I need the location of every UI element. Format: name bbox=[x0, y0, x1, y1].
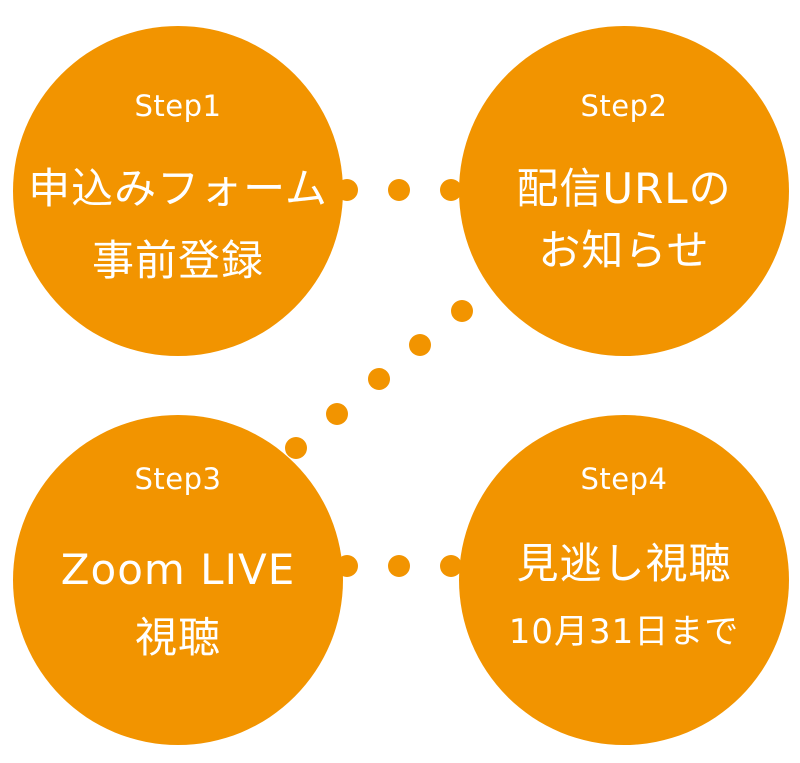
step-4-label: Step4 bbox=[580, 462, 668, 496]
step-2-line-1: 配信URLの bbox=[516, 164, 732, 213]
connector-dot bbox=[451, 300, 473, 322]
connector-dot bbox=[388, 179, 410, 201]
connector-dot bbox=[440, 555, 462, 577]
step-4-line-2: 10月31日まで bbox=[508, 612, 740, 652]
connector-dot bbox=[326, 403, 348, 425]
step-2-label: Step2 bbox=[580, 89, 668, 123]
step-3-circle: Step3 Zoom LIVE 視聴 bbox=[13, 415, 343, 745]
step-1-label: Step1 bbox=[134, 89, 222, 123]
step-3-label: Step3 bbox=[134, 462, 222, 496]
step-1-circle: Step1 申込みフォーム 事前登録 bbox=[13, 26, 343, 356]
connector-dot bbox=[388, 555, 410, 577]
step-2-circle: Step2 配信URLの お知らせ bbox=[459, 26, 789, 356]
connector-dot bbox=[368, 368, 390, 390]
connector-dot bbox=[409, 334, 431, 356]
step-4-circle: Step4 見逃し視聴 10月31日まで bbox=[459, 415, 789, 745]
step-3-line-2: 視聴 bbox=[134, 613, 221, 662]
connector-dot bbox=[285, 437, 307, 459]
step-4-line-1: 見逃し視聴 bbox=[516, 539, 732, 588]
step-3-line-1: Zoom LIVE bbox=[60, 545, 296, 594]
step-2-line-2: お知らせ bbox=[538, 226, 710, 275]
step-1-line-2: 事前登録 bbox=[91, 236, 264, 285]
connector-dot bbox=[440, 179, 462, 201]
step-1-line-1: 申込みフォーム bbox=[28, 164, 328, 213]
